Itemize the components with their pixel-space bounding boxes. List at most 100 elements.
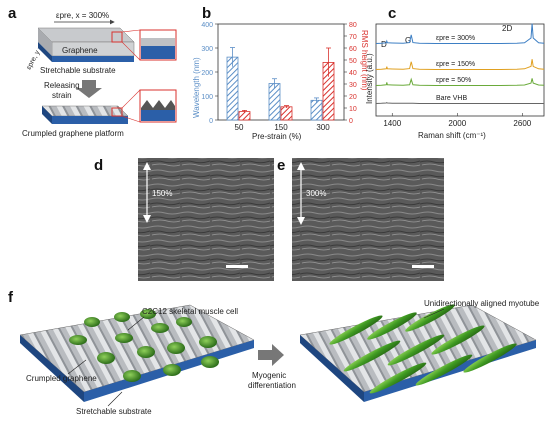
panel-d-letter: d bbox=[94, 157, 103, 174]
strain-label-e: 300% bbox=[306, 189, 326, 198]
bar-left-150 bbox=[268, 83, 281, 121]
muscle-cells bbox=[69, 309, 219, 382]
flat-graphene-top bbox=[37, 27, 135, 43]
bar-right-50 bbox=[238, 111, 251, 121]
platform-label: Crumpled graphene platform bbox=[22, 129, 124, 138]
panel-c: c Intensity (a.u.) Raman shift (cm⁻¹) D … bbox=[365, 5, 545, 140]
bar-left-300 bbox=[310, 99, 323, 121]
left-tick-label: 300 bbox=[201, 46, 213, 53]
raman-trace-2 bbox=[375, 77, 545, 86]
c-tick-label: 2000 bbox=[448, 119, 466, 128]
right-tick-label: 50 bbox=[349, 58, 357, 65]
crumpled-substrate-side bbox=[42, 106, 52, 124]
bar-right-150 bbox=[280, 106, 293, 121]
panel-a: a εpre, x = 300% εpre, y = 50% Graphene … bbox=[8, 5, 177, 138]
peak-2d-label: 2D bbox=[502, 24, 512, 33]
panel-f: f C2C12 skeletal muscle cell Crumpled gr… bbox=[8, 289, 540, 416]
strain-arrowhead-d-top bbox=[143, 162, 151, 170]
aligned-myotubes bbox=[329, 304, 517, 394]
sem-image-e bbox=[292, 158, 444, 281]
panel-e: e 300% bbox=[277, 157, 444, 281]
arrow-label-1: Myogenic bbox=[252, 371, 286, 380]
cell-leader-line bbox=[127, 316, 145, 331]
flat-graphene-side bbox=[38, 28, 52, 56]
panel-c-ylabel: Intensity (a.u.) bbox=[365, 53, 374, 104]
panel-d: d 150% bbox=[94, 157, 274, 281]
right-tick-label: 0 bbox=[349, 118, 353, 125]
panel-c-traces: εpre = 300% εpre = 150% εpre = 50% Bare VHB bbox=[375, 23, 545, 104]
zoom-line-2b bbox=[121, 115, 141, 123]
panel-a-letter: a bbox=[8, 5, 17, 22]
c-tick-label: 2600 bbox=[513, 119, 531, 128]
zoom-inset-flat bbox=[139, 29, 177, 61]
crumpled-substrate-front bbox=[52, 116, 128, 124]
substrate-label: Stretchable substrate bbox=[40, 66, 116, 75]
right-tick-label: 30 bbox=[349, 82, 357, 89]
arrow-label-2: differentiation bbox=[248, 381, 296, 390]
right-tick-label: 40 bbox=[349, 70, 357, 77]
raman-trace-0 bbox=[375, 23, 545, 44]
x-tick-label: 300 bbox=[316, 123, 330, 132]
panel-f-letter: f bbox=[8, 289, 14, 306]
panel-b-ylabel-right: RMS height (nm) bbox=[360, 30, 369, 91]
cell-label: C2C12 skeletal muscle cell bbox=[142, 307, 238, 316]
zoom-inset-crumpled bbox=[139, 89, 177, 123]
myotube-leader-line bbox=[423, 308, 445, 319]
flat-substrate-side bbox=[38, 42, 52, 62]
peak-g-label: G bbox=[405, 36, 411, 45]
panel-b-letter: b bbox=[202, 5, 211, 22]
panel-b: b Wavelength (nm) RMS height (nm) Pre-st… bbox=[192, 5, 369, 141]
releasing-label: Releasing bbox=[44, 81, 80, 90]
x-tick-label: 150 bbox=[274, 123, 288, 132]
right-tick-label: 70 bbox=[349, 34, 357, 41]
panel-c-xlabel: Raman shift (cm⁻¹) bbox=[418, 131, 486, 140]
x-tick-label: 50 bbox=[235, 123, 244, 132]
strain-label-d: 150% bbox=[152, 189, 172, 198]
zoom-marker-1 bbox=[111, 31, 123, 43]
myotube-label: Unidirectionally aligned myotube bbox=[424, 299, 540, 308]
scale-bar-d bbox=[226, 265, 248, 268]
panel-b-ylabel-left: Wavelength (nm) bbox=[192, 57, 201, 118]
raman-trace-label: Bare VHB bbox=[436, 95, 467, 102]
raman-trace-label: εpre = 50% bbox=[436, 77, 471, 84]
raman-trace-1 bbox=[375, 59, 545, 70]
strain-label: strain bbox=[52, 91, 72, 100]
panel-b-xlabel: Pre-strain (%) bbox=[252, 132, 302, 141]
panel-c-plot-frame bbox=[375, 23, 545, 117]
flat-substrate-front bbox=[52, 56, 134, 62]
graphene-label: Graphene bbox=[62, 46, 98, 55]
strain-x-label: εpre, x = 300% bbox=[56, 11, 109, 20]
strain-arrowhead-d-bottom bbox=[143, 215, 151, 223]
panel-b-bars: 50 150 300 bbox=[226, 47, 335, 132]
panel-b-right-ticks: 0 10 20 30 40 50 60 70 80 bbox=[344, 22, 357, 125]
zoom-line-2a bbox=[121, 89, 141, 109]
raman-trace-3 bbox=[375, 101, 544, 104]
raman-trace-label: εpre = 150% bbox=[436, 61, 475, 68]
left-tick-label: 400 bbox=[201, 22, 213, 29]
stretchable-substrate-label: Stretchable substrate bbox=[76, 407, 152, 416]
zoom-line-1b bbox=[121, 41, 141, 61]
left-tick-label: 200 bbox=[201, 70, 213, 77]
raman-trace-label: εpre = 300% bbox=[436, 35, 475, 42]
strain-arrowhead-e-bottom bbox=[297, 217, 305, 225]
peak-d-label: D bbox=[381, 40, 387, 49]
zoom-line-1a bbox=[121, 29, 141, 33]
release-arrow bbox=[76, 80, 102, 98]
left-tick-label: 100 bbox=[201, 94, 213, 101]
c-tick-label: 1400 bbox=[383, 119, 401, 128]
zoom-marker-2 bbox=[111, 107, 123, 117]
sem-image-d bbox=[138, 158, 274, 281]
right-tick-label: 80 bbox=[349, 22, 357, 29]
right-tick-label: 10 bbox=[349, 106, 357, 113]
right-tick-label: 60 bbox=[349, 46, 357, 53]
strain-arrowhead-e-top bbox=[297, 162, 305, 170]
scale-bar-e bbox=[412, 265, 434, 268]
differentiation-arrow bbox=[258, 344, 284, 366]
right-tick-label: 20 bbox=[349, 94, 357, 101]
panel-e-letter: e bbox=[277, 157, 285, 174]
crumpled-graphene-label: Crumpled graphene bbox=[26, 374, 97, 383]
platform-left bbox=[19, 304, 255, 402]
panel-c-letter: c bbox=[388, 5, 396, 22]
